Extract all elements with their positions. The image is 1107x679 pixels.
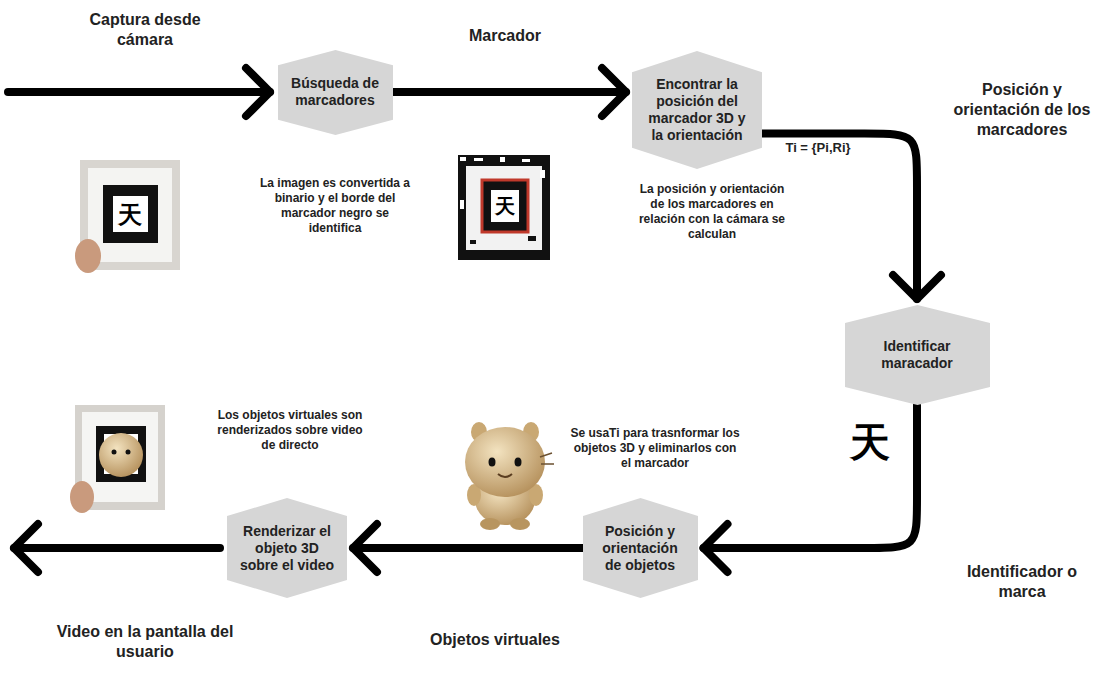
annotation-text: Video en la pantalla del usuario: [35, 622, 255, 662]
node-text: Renderizar el objeto 3D sobre el video: [237, 523, 337, 574]
annotation-text: La posición y orientación de los marcado…: [632, 182, 792, 242]
flow-arrow-group: [353, 524, 583, 572]
process-hexagon: Renderizar el objeto 3D sobre el video: [227, 498, 347, 598]
node-text-wrap: Posición y orientación de objetos: [583, 523, 698, 574]
node-text-wrap: Búsqueda de marcadores: [278, 75, 393, 109]
arrow-head: [602, 68, 626, 116]
rendered-photo: [70, 405, 165, 513]
process-hexagon: Encontrar la posición del marcador 3D y …: [632, 51, 762, 169]
node-text-wrap: Renderizar el objeto 3D sobre el video: [227, 523, 347, 574]
binary-marker: [458, 155, 550, 260]
output-arrow: [14, 524, 220, 572]
annotation-text: Los objetos virtuales son renderizados s…: [215, 408, 365, 453]
hexagon-fill: [227, 498, 347, 598]
marker-photo: [75, 160, 180, 273]
process-hexagon: Identificar maracador: [845, 305, 990, 405]
arrow-head: [353, 524, 377, 572]
annotation-text: Se usaTi para trasnformar los objetos 3D…: [569, 426, 741, 471]
flow-arrow-group: [393, 68, 627, 116]
node-text: Búsqueda de marcadores: [288, 75, 383, 109]
node-text-wrap: Identificar maracador: [845, 338, 990, 372]
annotation-text: La imagen es convertida a binario y el b…: [255, 176, 415, 236]
marker-glyph: 天: [844, 420, 896, 464]
node-text-wrap: Encontrar la posición del marcador 3D y …: [632, 76, 762, 144]
arrow-head: [893, 275, 941, 299]
edge-label: Identificador o marca: [957, 562, 1087, 602]
edge-label: Posición y orientación de los marcadores: [947, 80, 1097, 140]
hexagon-fill: [583, 498, 698, 598]
node-text: Encontrar la posición del marcador 3D y …: [642, 76, 752, 144]
hexagon-fill: [278, 50, 393, 135]
arrow-head: [704, 524, 728, 572]
annotation-text: Ti = {Pi,Ri}: [770, 140, 866, 156]
flow-arrow: [393, 88, 627, 96]
marker-glyph: 天: [113, 202, 147, 228]
process-hexagon: Búsqueda de marcadores: [278, 50, 393, 135]
virtual-character: [465, 422, 554, 530]
edge-label: Objetos virtuales: [410, 630, 580, 650]
process-hexagon: Posición y orientación de objetos: [583, 498, 698, 598]
hexagon-fill: [632, 51, 762, 169]
edge-label: Marcador: [440, 26, 570, 46]
flow-arrow-group: [762, 134, 941, 299]
node-text: Identificar maracador: [855, 338, 980, 372]
input-arrow: [8, 68, 270, 116]
flow-arrow: [353, 544, 583, 552]
hexagon-fill: [845, 305, 990, 405]
annotation-text: Captura desde cámara: [70, 10, 220, 50]
marker-glyph: 天: [491, 195, 519, 217]
node-text: Posición y orientación de objetos: [593, 523, 688, 574]
